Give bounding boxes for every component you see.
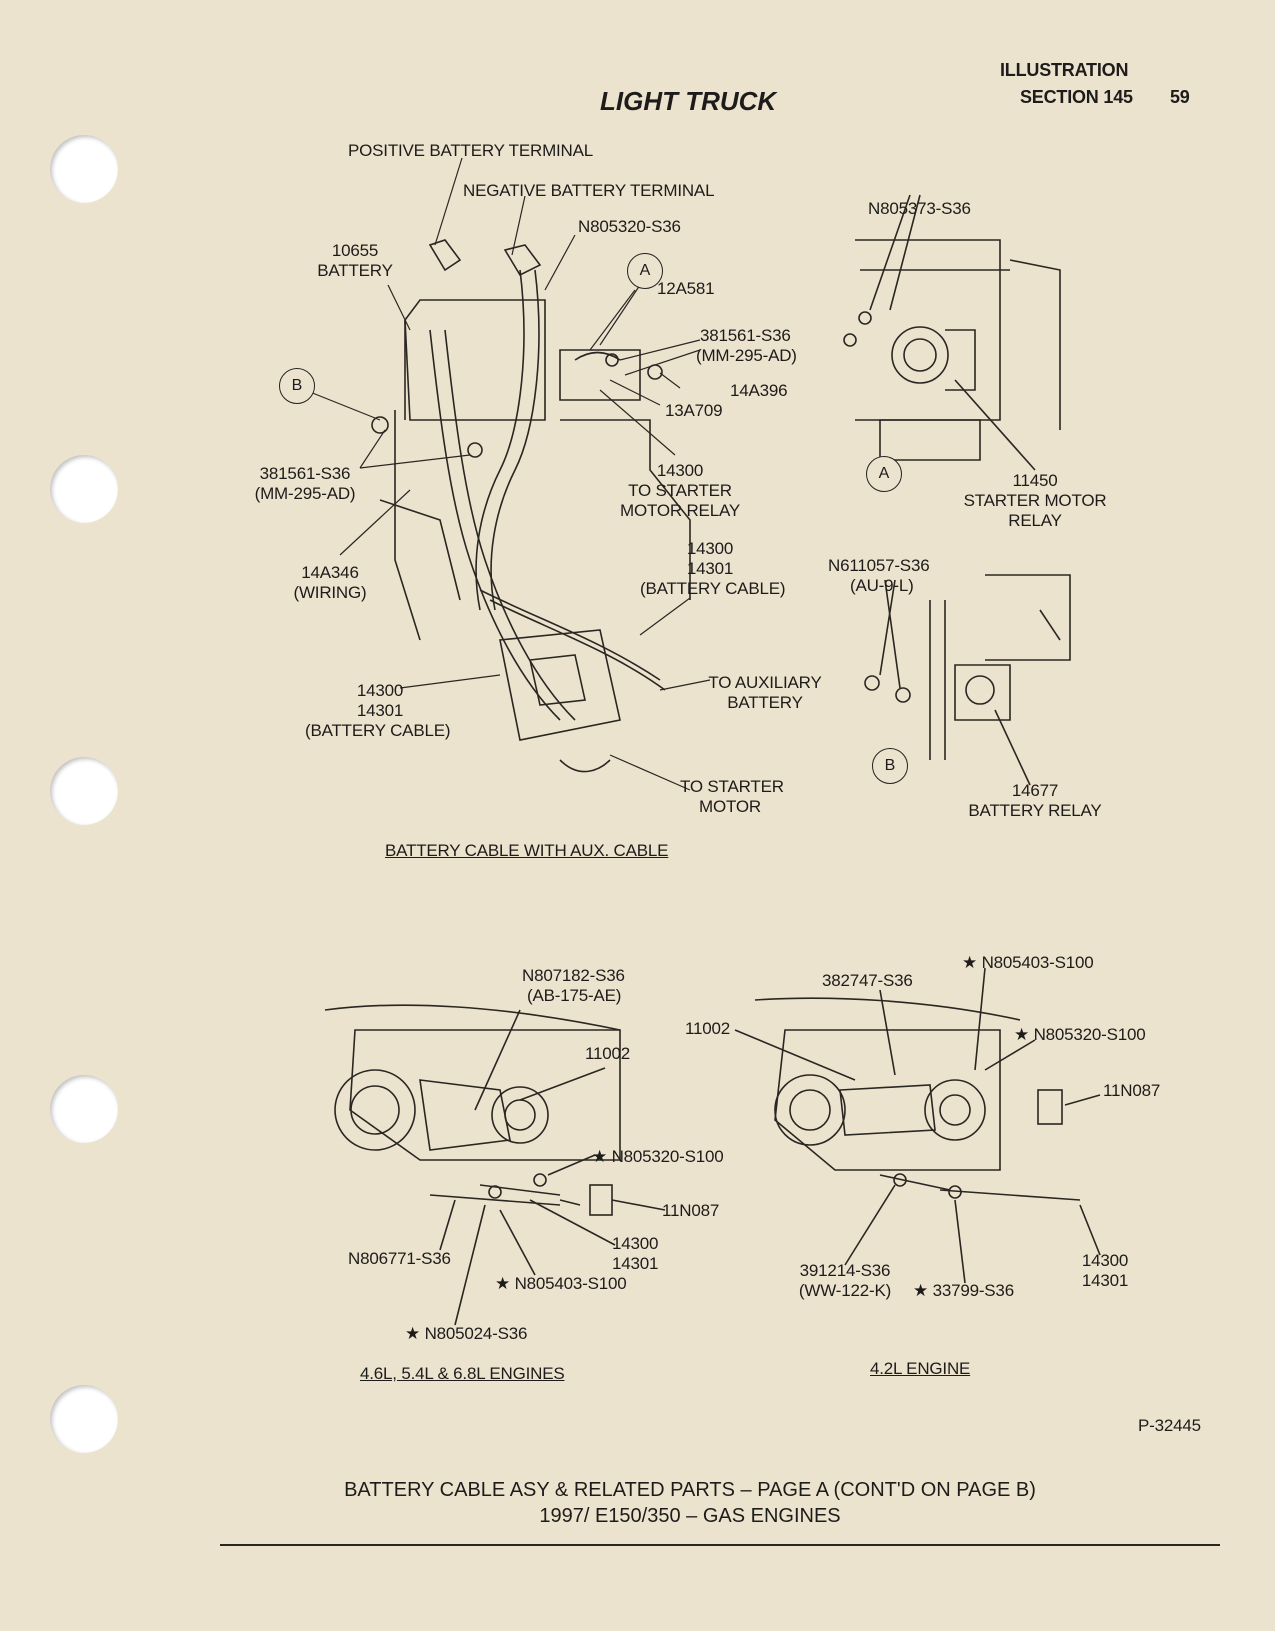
label-part: 13A709 (665, 401, 723, 420)
label-part-number: 14300 (612, 1234, 659, 1253)
caption-engine-right: 4.2L ENGINE (870, 1359, 971, 1378)
label-part-spec: (AB-175-AE) (527, 986, 622, 1005)
label-part-spec: (WW-122-K) (798, 1281, 892, 1300)
label-starter-motor: STARTER MOTOR (963, 491, 1107, 510)
label-part-number: 14300 (656, 461, 704, 480)
starter-motor-relay-drawing (843, 194, 1061, 471)
label-battery: BATTERY (727, 693, 803, 712)
label-part: ★ 33799-S36 (913, 1281, 1014, 1300)
label-part-number: 14301 (356, 701, 404, 720)
label-part-number: 14300 (1081, 1251, 1129, 1270)
label-battery-cable: (BATTERY CABLE) (640, 579, 786, 598)
label-part-number: 11450 (1012, 471, 1058, 490)
label-part: 12A581 (657, 279, 715, 298)
battery-relay-drawing (864, 574, 1071, 786)
label-part-number: 14301 (1081, 1271, 1129, 1290)
callout-b: B (872, 748, 908, 784)
label-motor: MOTOR (699, 797, 761, 816)
label-positive-terminal: POSITIVE BATTERY TERMINAL (348, 141, 594, 160)
leader-lines-top-left (304, 157, 711, 791)
label-wiring: (WIRING) (293, 583, 367, 602)
label-part-number: 14301 (612, 1254, 659, 1273)
label-part: ★ N805403-S100 (495, 1274, 627, 1293)
label-part-spec: (AU-9-L) (850, 576, 914, 595)
label-battery-cable: (BATTERY CABLE) (305, 721, 451, 740)
illustration-label: ILLUSTRATION (1000, 60, 1129, 80)
binder-hole (50, 1075, 118, 1143)
label-part: ★ N805024-S36 (405, 1324, 528, 1343)
label-part-number: 14301 (686, 559, 734, 578)
binder-hole (50, 757, 118, 825)
page-number: 59 (1170, 87, 1190, 107)
battery-assembly-drawing (371, 239, 691, 773)
figure-id: P-32445 (1138, 1416, 1201, 1435)
label-negative-terminal: NEGATIVE BATTERY TERMINAL (463, 181, 715, 200)
label-part: 14A396 (730, 381, 788, 400)
label-part: N611057-S36 (828, 556, 930, 575)
footer-line-1: BATTERY CABLE ASY & RELATED PARTS – PAGE… (344, 1479, 1036, 1501)
label-part: ★ N805320-S100 (1014, 1025, 1146, 1044)
page-title: LIGHT TRUCK (600, 86, 777, 116)
label-relay: RELAY (1008, 511, 1062, 530)
footer-line-2: 1997/ E150/350 – GAS ENGINES (539, 1505, 841, 1527)
label-part: 381561-S36 (700, 326, 791, 345)
label-part: 11002 (585, 1044, 631, 1063)
binder-hole (50, 455, 118, 523)
label-part: 11002 (685, 1019, 731, 1038)
callout-b: B (279, 368, 315, 404)
label-part-spec: (MM-295-AD) (696, 346, 797, 365)
label-part-number: 14300 (686, 539, 734, 558)
label-part-spec: (MM-295-AD) (254, 484, 356, 503)
label-part: 381561-S36 (259, 464, 351, 483)
label-part: ★ N805320-S100 (592, 1147, 724, 1166)
label-part: N805320-S36 (578, 217, 681, 236)
label-part: 11N087 (1103, 1081, 1161, 1100)
label-part-number: 10655 (331, 241, 379, 260)
label-to-starter: TO STARTER (680, 777, 784, 796)
label-to-starter: TO STARTER (628, 481, 732, 500)
section-label: SECTION 145 (1020, 87, 1133, 107)
callout-a: A (627, 253, 663, 289)
label-part: 11N087 (662, 1201, 720, 1220)
label-part: N806771-S36 (348, 1249, 451, 1268)
label-part: 382747-S36 (822, 971, 913, 990)
binder-hole (50, 1385, 118, 1453)
label-part-number: 14300 (356, 681, 404, 700)
caption-engines-left: 4.6L, 5.4L & 6.8L ENGINES (360, 1364, 565, 1383)
starter-engine-left-drawing (324, 1004, 666, 1326)
label-part-number: 14677 (1011, 781, 1059, 800)
starter-engine-right-drawing (734, 967, 1101, 1284)
caption-battery-cable-aux: BATTERY CABLE WITH AUX. CABLE (385, 841, 669, 860)
label-part-number: 14A346 (301, 563, 359, 582)
label-to-auxiliary: TO AUXILIARY (708, 673, 822, 692)
callout-a: A (866, 456, 902, 492)
binder-hole (50, 135, 118, 203)
label-battery-relay: BATTERY RELAY (968, 801, 1102, 820)
label-part: N807182-S36 (522, 966, 625, 985)
label-part: ★ N805403-S100 (962, 953, 1094, 972)
label-part: 391214-S36 (799, 1261, 891, 1280)
label-part: N805373-S36 (868, 199, 971, 218)
label-battery: BATTERY (317, 261, 393, 280)
label-motor-relay: MOTOR RELAY (620, 501, 740, 520)
